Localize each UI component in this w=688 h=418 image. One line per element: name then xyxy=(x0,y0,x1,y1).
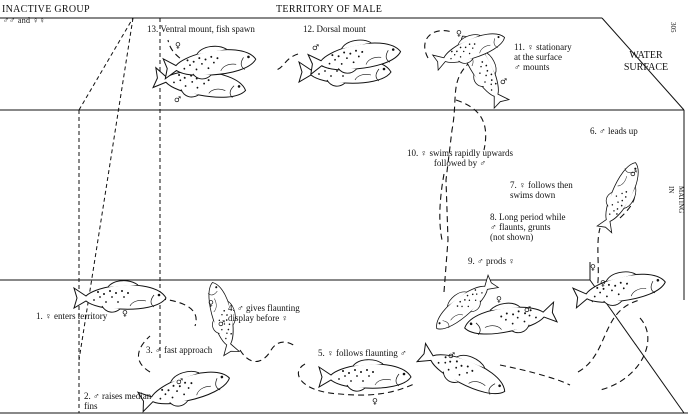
female-symbol: ♀ xyxy=(175,41,181,50)
step-13-label: 13. Ventral mount, fish spawn xyxy=(147,24,255,34)
margin-running-head: MATING IN xyxy=(666,186,686,213)
step-10-label: 10. ♀ swims rapidly upwards followed by … xyxy=(398,148,522,168)
step-8-label: 8. Long period while ♂ flaunts, grunts (… xyxy=(490,212,566,242)
step-6-label: 6. ♂ leads up xyxy=(590,126,638,136)
inactive-group-heading: INACTIVE GROUP xyxy=(2,4,90,15)
male-symbol: ♂ xyxy=(630,169,637,178)
female-symbol: ♀ xyxy=(122,309,128,318)
margin-page-number: 305 xyxy=(668,22,678,33)
female-symbol: ♀ xyxy=(372,397,378,406)
territory-heading: TERRITORY OF MALE xyxy=(276,4,382,15)
female-symbol: ♀ xyxy=(208,299,214,308)
step-3-label: 3. ♂ fast approach xyxy=(146,345,212,355)
step-1-label: 1. ♀ enters territory xyxy=(36,311,107,321)
step-4-label: 4. ♂ gives flaunting display before ♀ xyxy=(228,303,300,323)
fish-step-6 xyxy=(594,158,648,235)
inactive-group-subheading: ♂♂ and ♀♀ xyxy=(3,16,45,25)
step-7-label: 7. ♀ follows then swims down xyxy=(510,180,573,200)
male-symbol: ♂ xyxy=(448,351,455,360)
female-symbol: ♀ xyxy=(590,263,596,272)
male-symbol: ♂ xyxy=(176,377,183,386)
fish-step-1 xyxy=(74,281,166,312)
male-symbol: ♂ xyxy=(218,319,225,328)
step-9-label: 9. ♂ prods ♀ xyxy=(468,256,515,266)
step-5-label: 5. ♀ follows flaunting ♂ xyxy=(318,348,407,358)
fish-step-8 xyxy=(572,265,668,312)
female-symbol: ♀ xyxy=(496,295,502,304)
water-surface-label: WATER SURFACE xyxy=(616,50,676,74)
step-2-label: 2. ♂ raises median fins xyxy=(84,391,151,411)
female-symbol: ♀ xyxy=(600,279,606,288)
fish-step-5 xyxy=(319,360,411,391)
step-12-label: 12. Dorsal mount xyxy=(303,24,366,34)
female-symbol: ♀ xyxy=(456,29,462,38)
male-symbol: ♂ xyxy=(174,95,181,104)
male-symbol: ♂ xyxy=(312,43,319,52)
male-symbol: ♂ xyxy=(500,77,507,86)
step-11-label: 11. ♀ stationary at the surface ♂ mounts xyxy=(514,42,572,72)
fish-step-5-male xyxy=(415,337,512,404)
male-symbol: ♂ xyxy=(524,305,531,314)
